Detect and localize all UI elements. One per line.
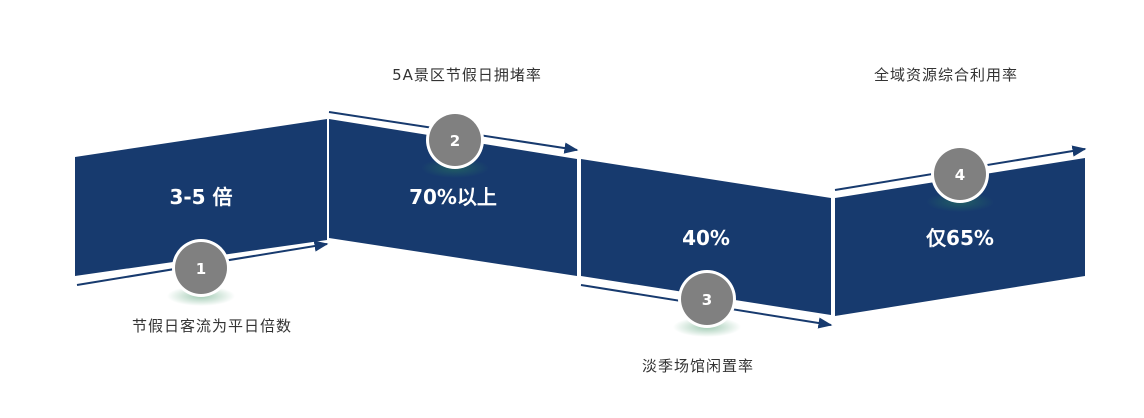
- panel-1: [75, 119, 327, 276]
- value-4: 仅65%: [926, 226, 994, 250]
- badge-number-4: 4: [955, 166, 965, 184]
- panel-3: [581, 159, 831, 315]
- value-1: 3-5 倍: [169, 185, 232, 209]
- panel-2: [329, 119, 577, 276]
- badge-2: 2: [421, 111, 489, 178]
- badge-3: 3: [673, 270, 741, 337]
- value-2: 70%以上: [409, 185, 497, 209]
- badge-number-1: 1: [196, 260, 206, 278]
- badge-4: 4: [926, 145, 994, 212]
- value-3: 40%: [682, 226, 730, 250]
- badge-number-3: 3: [702, 291, 712, 309]
- caption-4: 全域资源综合利用率: [874, 66, 1018, 84]
- badge-1: 1: [167, 239, 235, 306]
- panel-4: [835, 158, 1085, 316]
- badge-number-2: 2: [450, 132, 460, 150]
- caption-1: 节假日客流为平日倍数: [132, 317, 292, 335]
- caption-2: 5A景区节假日拥堵率: [392, 66, 542, 84]
- caption-3: 淡季场馆闲置率: [642, 357, 754, 375]
